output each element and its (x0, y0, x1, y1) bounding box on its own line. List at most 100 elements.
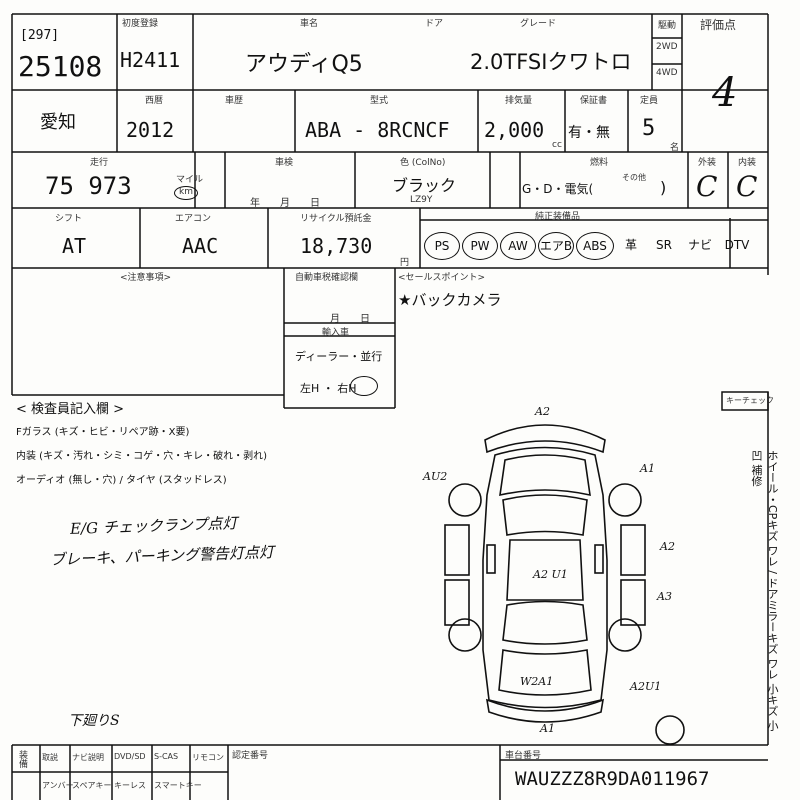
right-rear-door (620, 579, 646, 626)
option-2: AW (500, 232, 536, 260)
interior-value: C (736, 170, 758, 203)
import-label: 輸入車 (322, 328, 350, 338)
model-label: 車名 (300, 19, 319, 29)
recycle-value: 18,730 (300, 234, 373, 258)
footer-top-cell-2: DVD/SD (114, 752, 146, 761)
windshield (502, 494, 588, 536)
fuel-close: ) (660, 178, 667, 197)
right-front-door (620, 524, 646, 576)
front-bumper (484, 424, 606, 454)
handwritten-note-3: 下廻りS (68, 713, 120, 729)
drive-label: 駆動 (658, 21, 677, 31)
left-front-door (444, 524, 470, 576)
drive-2wd: 2WD (656, 42, 678, 52)
warranty-value: 有・無 (568, 125, 610, 141)
front-left-wheel (448, 483, 482, 517)
score-value: 4 (712, 70, 738, 116)
lot-number: 25108 (18, 50, 103, 83)
inspection-line-2: 内装 (キズ・汚れ・シミ・コゲ・穴・キレ・破れ・剥れ) (16, 451, 267, 462)
type-value: ABA - 8RCNCF (305, 118, 450, 142)
left-mirror (486, 544, 496, 574)
mileage-value: 75 973 (45, 172, 132, 200)
lot-cell: [297] 25108 (14, 16, 114, 88)
rear-right-wheel (608, 618, 642, 652)
grade-label: グレード (520, 19, 557, 29)
option-4: ABS (576, 232, 614, 260)
ac-value: AAC (182, 234, 219, 258)
keycheck-label: キーチェック (726, 396, 774, 405)
exterior-label: 外装 (698, 158, 717, 168)
door-label: ドア (425, 19, 444, 29)
interior-label: 内装 (738, 158, 757, 168)
mile-label: マイル (176, 175, 204, 185)
roof (506, 539, 584, 601)
ac-label: エアコン (175, 214, 212, 224)
capacity-unit: 名 (670, 143, 680, 153)
spare-tire (655, 715, 685, 745)
mark-left-front: AU2 (422, 470, 447, 483)
exterior-value: C (696, 170, 718, 203)
equip-label: 装備 (17, 750, 27, 768)
lot-bracket: [297] (20, 28, 60, 43)
side-text: ホイール・CPキズ ワレ / ドアミラーキズ ワレ 小キズ 小凹 補修 (750, 450, 779, 731)
option-0: PS (424, 232, 460, 260)
type-label: 型式 (370, 96, 389, 106)
year-label: 西暦 (145, 96, 164, 106)
left-rear-door (444, 579, 470, 626)
mark-rear-right: A2U1 (629, 680, 661, 693)
footer-bottom-cell-1: スペアキー (72, 781, 112, 790)
footer-top-cell-1: ナビ説明 (72, 753, 104, 762)
inspection-title: < 検査員記入欄 > (16, 402, 125, 417)
hood (499, 454, 591, 497)
footer-bottom-cell-2: キーレス (114, 781, 146, 790)
attention-label: <注意事項> (120, 273, 172, 283)
rear-left-wheel (448, 618, 482, 652)
km-circle: km (174, 186, 198, 200)
mark-trunk: W2A1 (520, 675, 553, 688)
inspection-label: 車検 (275, 158, 294, 168)
capacity-label: 定員 (640, 96, 659, 106)
year-value: 2012 (126, 118, 175, 142)
right-hand-circle (350, 376, 378, 396)
grade-value: 2.0TFSIクワトロ (470, 50, 632, 74)
model-value: アウディQ5 (245, 52, 363, 77)
mark-roof: A2 U1 (532, 568, 568, 581)
history-label: 車歴 (225, 96, 244, 106)
mark-rear-bumper: A1 (539, 722, 555, 735)
score-label: 評価点 (700, 18, 737, 32)
footer-top-cell-4: リモコン (192, 753, 224, 762)
rear-bumper (485, 698, 605, 723)
option-6: SR (656, 238, 672, 252)
fuel-label: 燃料 (590, 158, 609, 168)
color-code: LZ9Y (410, 195, 433, 205)
region-value: 愛知 (40, 112, 76, 133)
option-1: PW (462, 232, 498, 260)
footer-bottom-cell-3: スマートキー (154, 781, 202, 790)
footer-top-cell-0: 取説 (42, 753, 58, 762)
mileage-label: 走行 (90, 158, 109, 168)
options-label: 純正装備品 (535, 212, 581, 222)
inspection-date: 年 月 日 (250, 198, 320, 209)
inspection-line-1: Fガラス (キズ・ヒビ・リペア跡・X要) (16, 427, 190, 438)
cc-value: 2,000 (484, 118, 545, 142)
recycle-unit: 円 (400, 258, 410, 268)
import-value: ディーラー・並行 (295, 350, 383, 363)
car-diagram: A2 AU2 A1 A2 A2 U1 A3 W2A1 A2U1 A1 (422, 405, 685, 745)
fuel-other: その他 (622, 173, 646, 182)
shift-value: AT (62, 234, 87, 258)
first-reg-label: 初度登録 (122, 19, 159, 29)
mark-right-door: A2 (659, 540, 675, 553)
vin-value: WAUZZZ8R9DA011967 (515, 768, 710, 790)
record-date: 月 日 (330, 314, 370, 325)
mark-right-rear-door: A3 (656, 590, 672, 603)
trunk (498, 649, 592, 696)
front-right-wheel (608, 483, 642, 517)
fuel-value: G・D・電気( (522, 182, 594, 196)
option-8: DTV (724, 238, 750, 252)
mark-right-front: A1 (639, 462, 655, 475)
certified-label: 認定番号 (232, 751, 269, 761)
cc-unit: cc (552, 140, 562, 150)
